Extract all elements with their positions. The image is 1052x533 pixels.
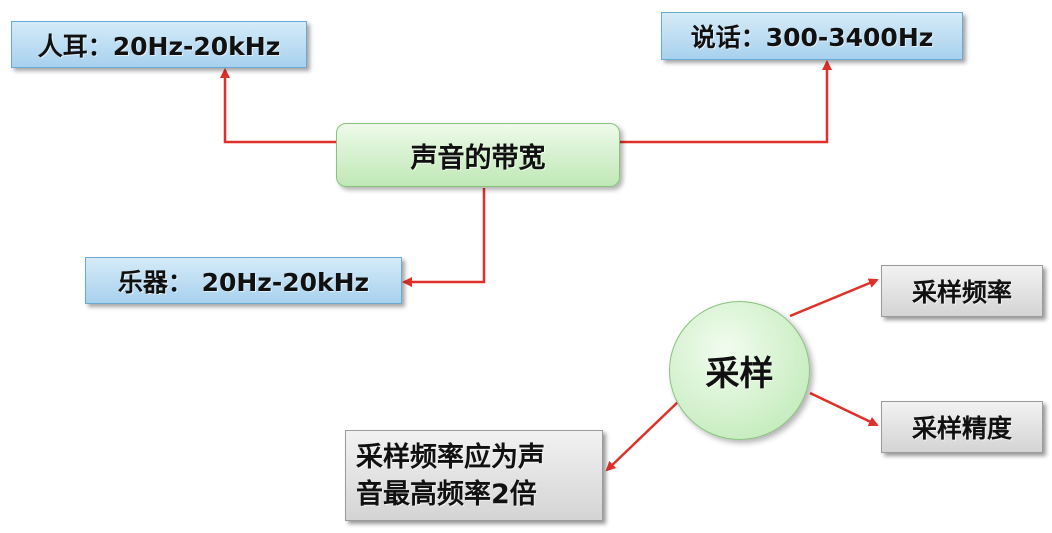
- connector-center-to-human-ear: [220, 68, 336, 144]
- node-speech: 说话：300-3400Hz: [661, 12, 963, 60]
- node-instrument: 乐器： 20Hz-20kHz: [85, 257, 402, 304]
- node-sound-bandwidth: 声音的带宽: [336, 123, 620, 187]
- node-human-ear: 人耳：20Hz-20kHz: [11, 21, 307, 68]
- connector-sampling-to-rule: [605, 399, 681, 472]
- connector-center-to-speech: [620, 60, 832, 144]
- node-sampling: 采样: [669, 301, 810, 440]
- connector-sampling-to-frequency: [789, 278, 879, 318]
- node-sampling-rule: 采样频率应为声 音最高频率2倍: [345, 430, 603, 521]
- connector-sampling-to-precision: [809, 391, 879, 427]
- node-sampling-precision: 采样精度: [881, 401, 1043, 453]
- node-sampling-frequency: 采样频率: [881, 265, 1043, 317]
- connector-center-to-instrument: [402, 188, 486, 287]
